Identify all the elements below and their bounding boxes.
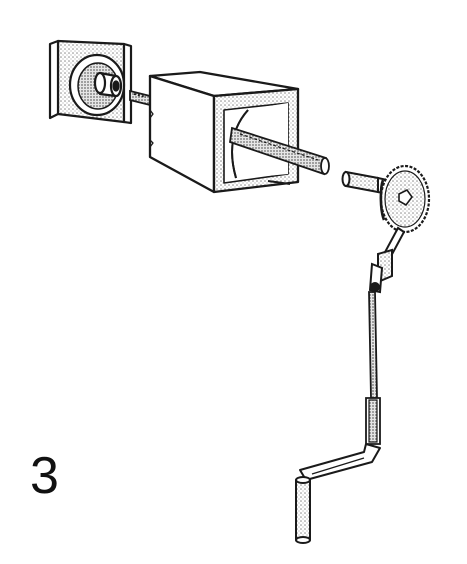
- short-shaft-icon: [129, 89, 151, 107]
- hand-crank-icon: [295, 443, 381, 544]
- drive-shaft-icon: [229, 126, 330, 185]
- wall-plate-icon: [48, 39, 133, 125]
- crank-rod-icon: [365, 291, 381, 445]
- square-housing-icon: [148, 70, 300, 194]
- gear-wheel-icon: [379, 164, 431, 234]
- step-number-label: 3: [30, 447, 59, 505]
- gear-bracket-icon: [368, 226, 406, 294]
